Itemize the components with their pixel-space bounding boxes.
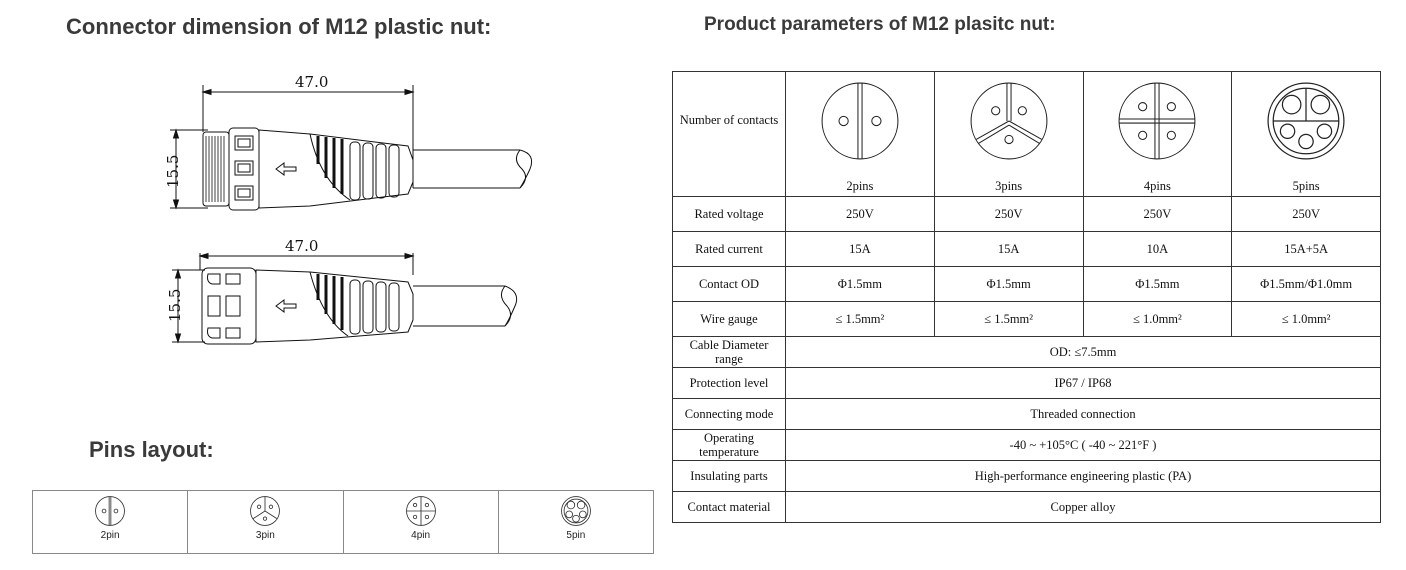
pin-5-icon <box>561 496 591 526</box>
table-row: Number of contacts 2pins 3pins <box>672 71 1381 197</box>
cell-value: Φ1.5mm <box>1082 266 1233 302</box>
cell-value: 250V <box>1231 196 1381 232</box>
pins-label: 3pins <box>995 178 1023 193</box>
pin-layout-label: 2pin <box>100 530 120 541</box>
table-row: Wire gauge ≤ 1.5mm² ≤ 1.5mm² ≤ 1.0mm² ≤ … <box>672 301 1381 337</box>
contact-2pins-cell: 2pins <box>785 71 935 197</box>
pins-layout-heading: Pins layout: <box>89 437 214 462</box>
table-row: Rated voltage 250V 250V 250V 250V <box>672 196 1381 232</box>
connector-5pins-icon <box>1267 82 1345 160</box>
row-label: Rated current <box>672 231 786 267</box>
contact-5pins-cell: 5pins <box>1231 71 1381 197</box>
cell-value: Φ1.5mm <box>785 266 935 302</box>
pins-label: 4pins <box>1143 178 1171 193</box>
row-label: Protection level <box>672 367 786 399</box>
pins-label: 2pins <box>846 178 874 193</box>
pin-layout-2: 2pin <box>33 491 189 553</box>
pin-layout-4: 4pin <box>344 491 499 553</box>
connector-bottom: 47.0 15.5 <box>166 237 518 345</box>
table-row: Operating temperature -40 ~ +105°C ( -40… <box>672 429 1381 461</box>
table-row: Protection level IP67 / IP68 <box>672 367 1381 399</box>
connector-drawing: 47.0 15.5 <box>150 70 570 360</box>
table-row: Insulating parts High-performance engine… <box>672 460 1381 492</box>
cell-value: 15A+5A <box>1231 231 1381 267</box>
pin-3-icon <box>250 496 281 526</box>
pin-layout-label: 3pin <box>255 530 275 541</box>
pin-layout-3: 3pin <box>188 491 344 553</box>
parameters-heading: Product parameters of M12 plasitc nut: <box>704 14 1056 35</box>
pins-label: 5pins <box>1292 178 1320 193</box>
contact-4pins-cell: 4pins <box>1082 71 1233 197</box>
cell-value: 15A <box>785 231 935 267</box>
cell-value: 250V <box>933 196 1084 232</box>
pin-4-icon <box>405 496 436 526</box>
table-row: Contact OD Φ1.5mm Φ1.5mm Φ1.5mm Φ1.5mm/Φ… <box>672 266 1381 302</box>
contacts-label-cell: Number of contacts <box>672 71 786 197</box>
connector-2pins-icon <box>821 82 899 160</box>
table-row: Cable Diameter range OD: ≤7.5mm <box>672 336 1381 368</box>
connector-top: 47.0 15.5 <box>164 73 533 211</box>
connector-3pins-icon <box>970 82 1048 160</box>
top-height-label: 15.5 <box>164 155 182 188</box>
connector-4pins-icon <box>1118 82 1196 160</box>
contact-3pins-cell: 3pins <box>933 71 1084 197</box>
dimension-heading: Connector dimension of M12 plastic nut: <box>66 14 492 39</box>
row-label: Contact material <box>672 491 786 523</box>
table-row: Rated current 15A 15A 10A 15A+5A <box>672 231 1381 267</box>
row-label: Connecting mode <box>672 398 786 430</box>
product-parameters-table: Number of contacts 2pins 3pins <box>672 71 1381 523</box>
row-label: Rated voltage <box>672 196 786 232</box>
pin-layout-5: 5pin <box>499 491 653 553</box>
row-label: Contact OD <box>672 266 786 302</box>
row-label: Insulating parts <box>672 460 786 492</box>
pins-layout-strip: 2pin 3pin 4pin 5pin <box>32 490 654 554</box>
pin-2-icon <box>95 496 125 526</box>
cell-value: Φ1.5mm <box>933 266 1084 302</box>
pin-layout-label: 4pin <box>411 530 431 541</box>
cell-value: 250V <box>785 196 935 232</box>
cell-value: High-performance engineering plastic (PA… <box>785 460 1381 492</box>
table-row: Contact material Copper alloy <box>672 491 1381 523</box>
pin-layout-label: 5pin <box>566 530 586 541</box>
cell-value: 250V <box>1082 196 1233 232</box>
cell-value: 15A <box>933 231 1084 267</box>
contacts-label: Number of contacts <box>679 112 779 127</box>
cell-value: Copper alloy <box>785 491 1381 523</box>
top-length-label: 47.0 <box>295 73 328 91</box>
table-row: Connecting mode Threaded connection <box>672 398 1381 430</box>
row-label: Wire gauge <box>672 301 786 337</box>
row-label: Cable Diameter range <box>672 336 786 368</box>
row-label: Operating temperature <box>672 429 786 461</box>
cell-value: 10A <box>1082 231 1233 267</box>
cell-value: ≤ 1.5mm² <box>933 301 1084 337</box>
cell-value: ≤ 1.0mm² <box>1082 301 1233 337</box>
cell-value: ≤ 1.5mm² <box>785 301 935 337</box>
bottom-height-label: 15.5 <box>166 289 184 322</box>
cell-value: Threaded connection <box>785 398 1381 430</box>
cell-value: IP67 / IP68 <box>785 367 1381 399</box>
cell-value: ≤ 1.0mm² <box>1231 301 1381 337</box>
bottom-length-label: 47.0 <box>285 237 318 255</box>
cell-value: -40 ~ +105°C ( -40 ~ 221°F ) <box>785 429 1381 461</box>
cell-value: Φ1.5mm/Φ1.0mm <box>1231 266 1381 302</box>
cell-value: OD: ≤7.5mm <box>785 336 1381 368</box>
